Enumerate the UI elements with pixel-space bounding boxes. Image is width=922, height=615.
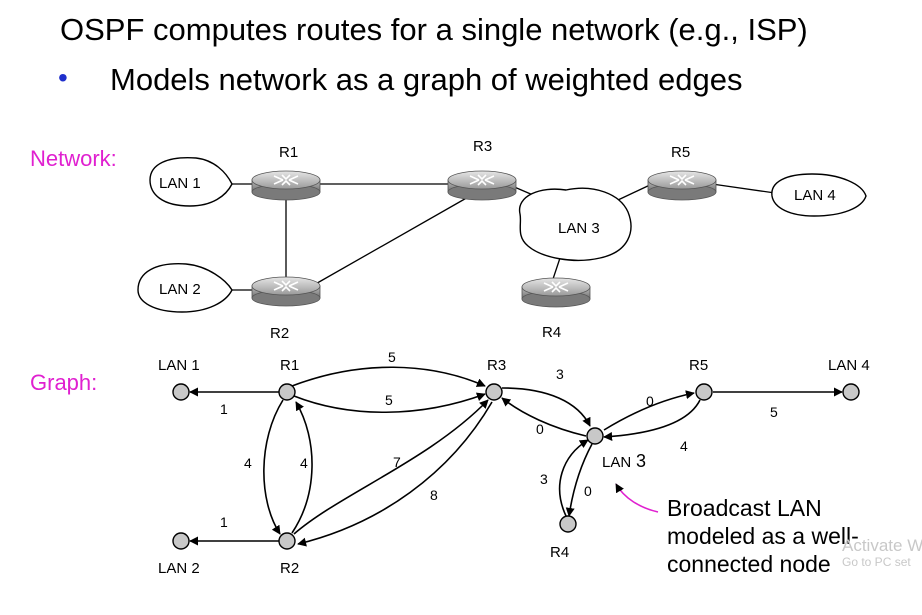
node-r5 [695, 383, 713, 401]
weight-r2-r3: 7 [393, 454, 401, 470]
graph-r5-label: R5 [689, 357, 708, 374]
net-r3-label: R3 [473, 138, 492, 155]
activation-watermark: Activate W Go to PC set [842, 536, 922, 569]
weight-lan3-r4: 0 [584, 483, 592, 499]
weight-r4-lan3: 3 [540, 471, 548, 487]
edge-r1-r3-bottom [293, 392, 486, 414]
weight-lan3-r5: 0 [646, 393, 654, 409]
router-r1-icon [251, 170, 321, 201]
network-diagram: R1 R2 R3 R4 R5 LAN 1 LAN 2 LAN 3 LAN 4 [137, 138, 867, 342]
edge-r1-r2 [263, 399, 284, 535]
lan2-cloud [137, 263, 233, 313]
net-r4-label: R4 [542, 324, 561, 341]
graph-lan1-label: LAN 1 [158, 357, 200, 374]
router-r5-icon [647, 170, 717, 201]
node-r2 [278, 532, 296, 550]
graph-section-label: Graph: [30, 370, 98, 395]
node-lan2 [172, 532, 190, 550]
graph-nodes [172, 383, 860, 550]
lan4-cloud [771, 173, 867, 217]
callout-arrow [615, 483, 659, 513]
edge-lan3-r3 [501, 397, 587, 437]
router-r2-icon [251, 276, 321, 307]
weight-r2-lan2: 1 [220, 514, 228, 530]
graph-lan3-number: 3 [636, 451, 646, 471]
graph-lan4-label: LAN 4 [828, 357, 870, 374]
lan3-cloud [518, 187, 632, 261]
callout-line-2: modeled as a well- [667, 523, 859, 550]
edge-r1-r3-top [291, 366, 486, 387]
lan1-cloud [149, 157, 233, 207]
net-lan1-label: LAN 1 [159, 175, 201, 192]
link-r2-r3 [311, 195, 471, 287]
edge-r5-lan3 [603, 399, 701, 441]
weight-r1-r3-bottom: 5 [385, 392, 393, 408]
graph-lan2-label: LAN 2 [158, 560, 200, 577]
edge-lan3-r4 [565, 443, 593, 517]
bullet-marker: • [58, 62, 68, 93]
graph-labels: LAN 1 R1 R3 R5 LAN 4 LAN 2 R2 R4 LAN 3 1… [158, 349, 870, 577]
weight-lan3-r3: 0 [536, 421, 544, 437]
edge-r2-r3 [293, 399, 489, 535]
callout-line-1: Broadcast LAN [667, 495, 822, 521]
weight-r5-lan3: 4 [680, 438, 688, 454]
net-lan4-label: LAN 4 [794, 187, 836, 204]
net-lan3-label: LAN 3 [558, 220, 600, 237]
graph-r2-label: R2 [280, 560, 299, 577]
node-r4 [559, 515, 577, 533]
weight-r3-lan3: 3 [556, 366, 564, 382]
link-lan3-r5 [617, 183, 653, 201]
router-r3-icon [447, 170, 517, 201]
net-r2-label: R2 [270, 325, 289, 342]
network-section-label: Network: [30, 146, 117, 171]
node-lan4 [842, 383, 860, 401]
edge-lan3-r5 [603, 390, 695, 431]
node-r1 [278, 383, 296, 401]
weight-r1-lan1: 1 [220, 401, 228, 417]
edge-r3-lan3 [501, 387, 591, 427]
graph-r3-label: R3 [487, 357, 506, 374]
edge-r4-lan3 [558, 439, 589, 517]
weighted-graph [189, 366, 843, 547]
bullet-text: Models network as a graph of weighted ed… [110, 62, 743, 97]
graph-lan3-label: LAN [602, 454, 631, 471]
edge-r3-r2 [297, 401, 493, 547]
weight-r1-r2: 4 [244, 455, 252, 471]
node-lan3 [586, 427, 604, 445]
weight-r5-lan4: 5 [770, 404, 778, 420]
link-r5-lan4 [711, 183, 783, 195]
graph-r4-label: R4 [550, 544, 569, 561]
router-r4-icon [521, 277, 591, 308]
node-lan1 [172, 383, 190, 401]
callout-line-3: connected node [667, 551, 831, 578]
watermark-line-2: Go to PC set [842, 554, 911, 569]
slide-title: OSPF computes routes for a single networ… [60, 12, 808, 47]
weight-r1-r3-top: 5 [388, 349, 396, 365]
graph-r1-label: R1 [280, 357, 299, 374]
net-lan2-label: LAN 2 [159, 281, 201, 298]
edge-r2-r1 [291, 401, 313, 534]
weight-r3-r2: 8 [430, 487, 438, 503]
weight-r2-r1: 4 [300, 455, 308, 471]
watermark-line-1: Activate W [842, 536, 922, 555]
net-r1-label: R1 [279, 144, 298, 161]
net-r5-label: R5 [671, 144, 690, 161]
node-r3 [485, 383, 503, 401]
broadcast-lan-callout: Broadcast LAN modeled as a well- connect… [667, 494, 859, 578]
